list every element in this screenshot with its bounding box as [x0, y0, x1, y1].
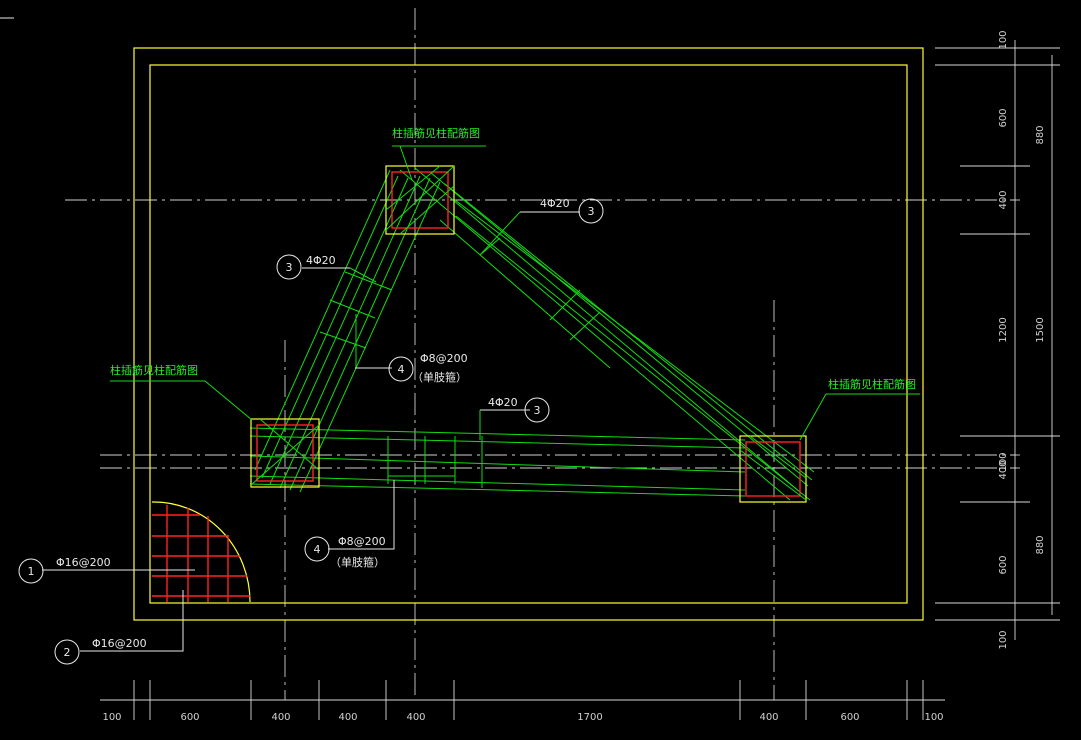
dimension-bottom: 400 — [271, 712, 290, 723]
dimension-bottom: 100 — [924, 712, 943, 723]
callout-stirrup-upper: 4 — [388, 356, 414, 382]
dimension-bottom: 400 — [338, 712, 357, 723]
dimension-right-outer: 880 — [1035, 535, 1046, 554]
tie-beam-left — [254, 169, 441, 493]
callout-stirrup-lower: 4 — [304, 536, 330, 562]
dimension-bottom: 100 — [102, 712, 121, 723]
tie-beam-right — [399, 167, 815, 501]
callout-number: 3 — [588, 205, 595, 218]
stirrup-label-upper: Φ8@200 — [420, 352, 468, 365]
callout-number: 3 — [286, 261, 293, 274]
axis-lines — [65, 8, 1020, 700]
dimension-bottom: 1700 — [577, 712, 602, 723]
dimension-right-inner: 100 — [998, 30, 1009, 49]
callout-number: 2 — [64, 646, 71, 659]
dimension-right-outer: 880 — [1035, 125, 1046, 144]
leader-lines — [42, 145, 920, 652]
beam-label-left: 4Φ20 — [306, 254, 336, 267]
pile-cap-inner-outline — [149, 64, 908, 604]
dimension-bottom: 600 — [840, 712, 859, 723]
dimension-bottom: 400 — [406, 712, 425, 723]
column-top — [385, 165, 455, 235]
dimension-right-inner: 1200 — [998, 317, 1009, 342]
dimension-right-outer: 1500 — [1035, 317, 1046, 342]
callout-beam-bottom: 3 — [524, 397, 550, 423]
bar2-spec: Φ16@200 — [92, 637, 147, 650]
stirrup-note-upper: （单肢箍） — [412, 370, 467, 384]
stirrup-note-lower: （单肢箍） — [330, 555, 385, 569]
dimension-right-inner: 600 — [998, 108, 1009, 127]
callout-number: 3 — [534, 404, 541, 417]
callout-bar1: 1 — [18, 558, 44, 584]
callout-number: 1 — [28, 565, 35, 578]
dimension-lines — [100, 40, 1060, 720]
bar1-spec: Φ16@200 — [56, 556, 111, 569]
callout-bar2: 2 — [54, 639, 80, 665]
column-right — [739, 435, 807, 503]
dimension-bottom: 400 — [759, 712, 778, 723]
callout-beam-left: 3 — [276, 254, 302, 280]
callout-beam-top-right: 3 — [578, 198, 604, 224]
column-note-left: 柱插筋见柱配筋图 — [110, 363, 198, 377]
dimension-right-inner: 400 — [998, 190, 1009, 209]
callout-number: 4 — [398, 363, 405, 376]
beam-label-bottom: 4Φ20 — [488, 396, 518, 409]
callout-number: 4 — [314, 543, 321, 556]
tie-beam-bottom — [249, 427, 746, 497]
column-left — [250, 418, 320, 488]
dimension-bottom: 600 — [180, 712, 199, 723]
column-note-top: 柱插筋见柱配筋图 — [392, 126, 480, 140]
pile-cap-outline — [133, 47, 924, 621]
slab-bar-detail — [151, 501, 251, 603]
column-note-right: 柱插筋见柱配筋图 — [828, 377, 916, 391]
dimension-right-inner: 400 — [998, 460, 1009, 479]
dimension-right-inner: 100 — [998, 452, 1009, 471]
dimension-right-inner: 600 — [998, 555, 1009, 574]
dimension-right-inner: 100 — [998, 630, 1009, 649]
stirrup-label-lower: Φ8@200 — [338, 535, 386, 548]
dimension-texts-bottom: 100 600 400 400 400 1700 400 600 100 — [102, 712, 943, 723]
beam-label-top-right: 4Φ20 — [540, 197, 570, 210]
